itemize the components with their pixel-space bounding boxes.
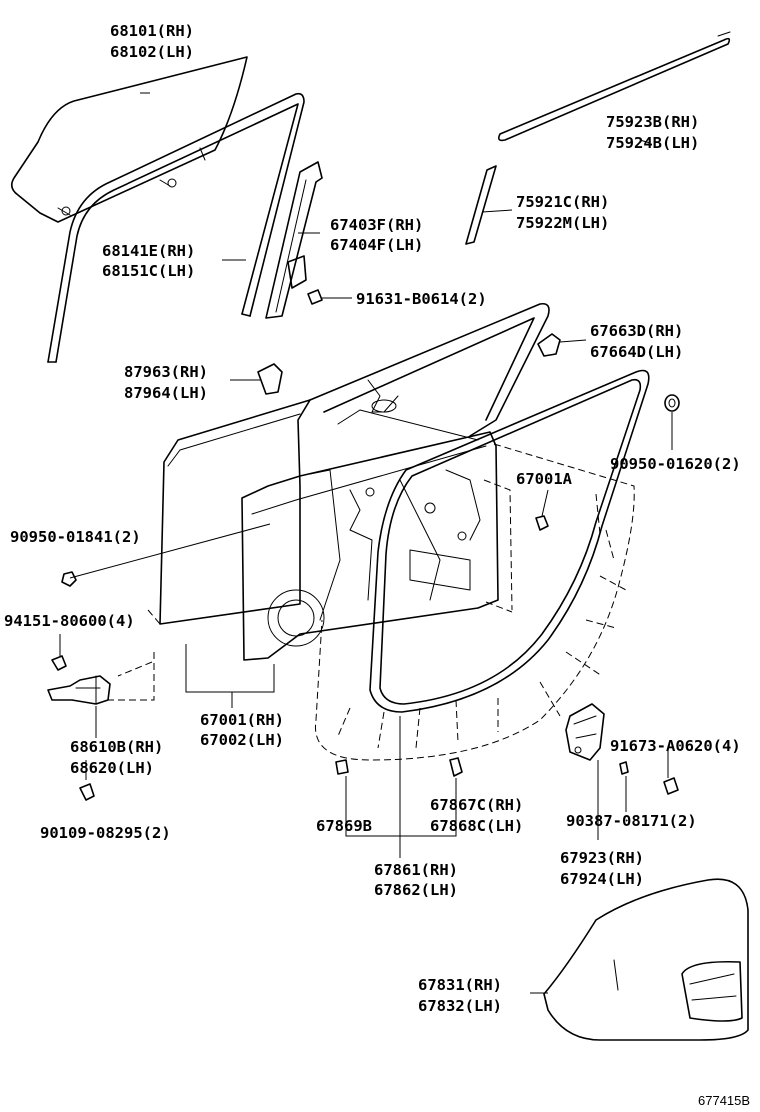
label-68101: 68101(RH) (110, 22, 194, 40)
label-91631: 91631-B0614(2) (356, 290, 487, 308)
door-check (47, 675, 111, 705)
label-75924b: 75924B(LH) (606, 134, 699, 152)
rear-lower-channel (265, 161, 323, 319)
door-liner (543, 878, 749, 1041)
bolt-91673 (663, 777, 679, 795)
door-panel (159, 302, 550, 661)
label-68610b: 68610B(RH) (70, 738, 163, 756)
label-68151c: 68151C(LH) (102, 262, 195, 280)
label-94151: 94151-80600(4) (4, 612, 135, 630)
door-hinge (565, 703, 605, 761)
leader-lines (59, 92, 673, 994)
belt-moulding-upper (498, 31, 731, 142)
diagram-code: 677415B (698, 1093, 750, 1108)
part-labels: 68101(RH) 68102(LH) 75923B(RH) 75924B(LH… (4, 22, 750, 1108)
label-75923b: 75923B(RH) (606, 113, 699, 131)
label-67869b: 67869B (316, 817, 372, 835)
label-67663d: 67663D(RH) (590, 322, 683, 340)
label-67832: 67832(LH) (418, 997, 502, 1015)
nut-67001a (535, 515, 549, 531)
bolt-90109 (79, 783, 95, 801)
label-67403f: 67403F(RH) (330, 216, 423, 234)
label-75922m: 75922M(LH) (516, 214, 609, 232)
label-87963: 87963(RH) (124, 363, 208, 381)
door-weatherstrip (369, 369, 650, 713)
label-67002: 67002(LH) (200, 731, 284, 749)
label-68141e: 68141E(RH) (102, 242, 195, 260)
clip-67869b (335, 759, 349, 775)
label-75921c: 75921C(RH) (516, 193, 609, 211)
screw-90387 (619, 761, 629, 775)
grommet-90950-01841 (61, 571, 77, 587)
frame-bracket (537, 333, 561, 357)
label-67924: 67924(LH) (560, 870, 644, 888)
label-67923: 67923(RH) (560, 849, 644, 867)
label-67868c: 67868C(LH) (430, 817, 523, 835)
label-68620: 68620(LH) (70, 759, 154, 777)
label-90387: 90387-08171(2) (566, 812, 697, 830)
bolt-94151 (51, 655, 67, 671)
body-opening-outline (108, 443, 635, 761)
door-glass (10, 56, 248, 223)
bolt-91631 (307, 289, 323, 305)
grommet-90950-01620 (664, 394, 680, 412)
label-91673: 91673-A0620(4) (610, 737, 741, 755)
glass-run-channel (47, 92, 305, 363)
label-67861: 67861(RH) (374, 861, 458, 879)
label-68102: 68102(LH) (110, 43, 194, 61)
clip-67867c (449, 757, 463, 777)
label-67862: 67862(LH) (374, 881, 458, 899)
label-67664d: 67664D(LH) (590, 343, 683, 361)
label-67831: 67831(RH) (418, 976, 502, 994)
pillar-garnish (465, 165, 497, 245)
label-90109: 90109-08295(2) (40, 824, 171, 842)
label-67404f: 67404F(LH) (330, 236, 423, 254)
label-87964: 87964(LH) (124, 384, 208, 402)
label-67001: 67001(RH) (200, 711, 284, 729)
label-90950-01620: 90950-01620(2) (610, 455, 741, 473)
mirror-cover (257, 363, 283, 395)
label-90950-01841: 90950-01841(2) (10, 528, 141, 546)
label-67867c: 67867C(RH) (430, 796, 523, 814)
hardware-parts (47, 515, 679, 801)
label-67001a: 67001A (516, 470, 573, 488)
